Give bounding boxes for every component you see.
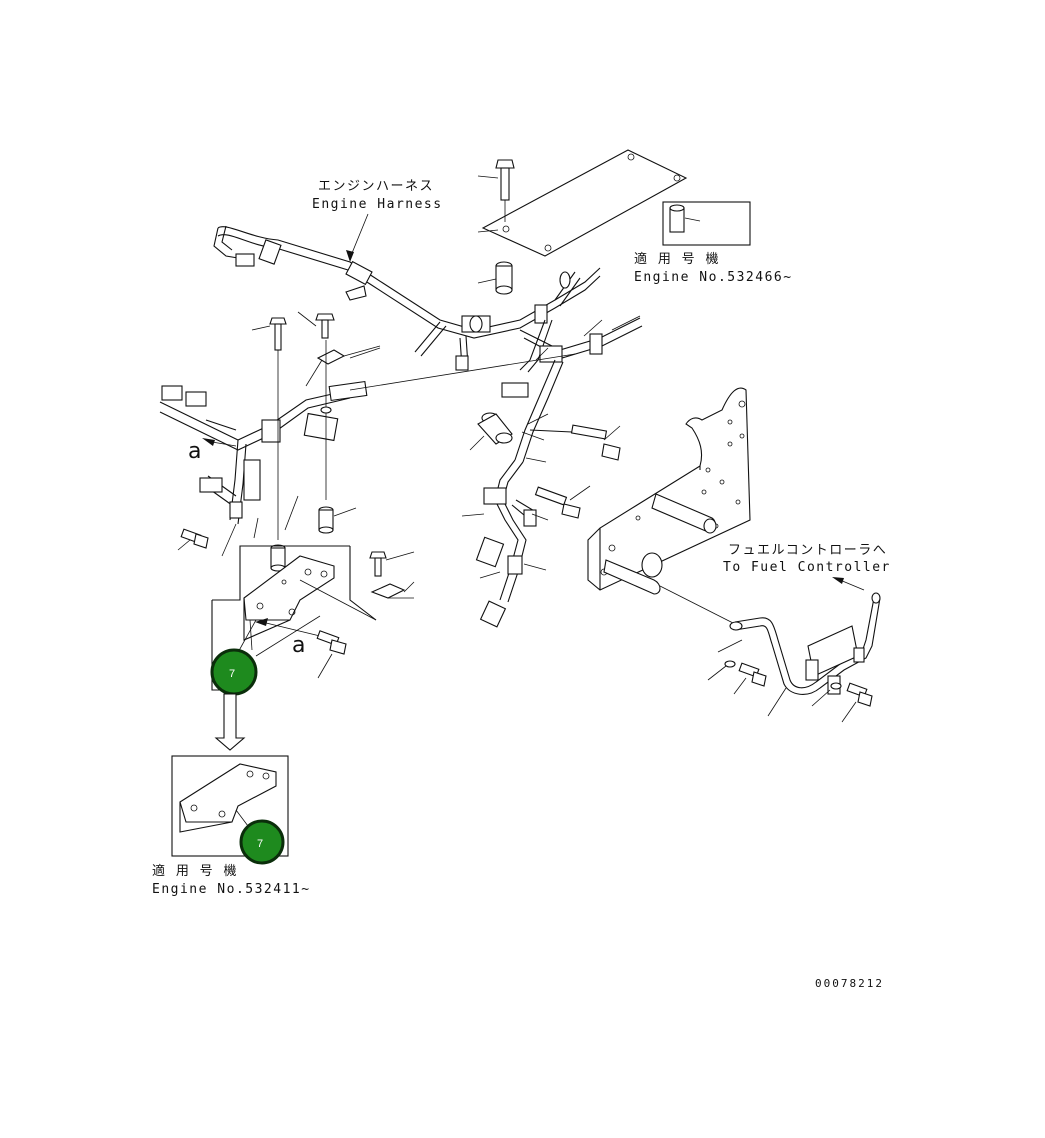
lower-detail-box	[171, 755, 289, 857]
engine-harness	[213, 225, 643, 463]
fuel-controller-label: To Fuel Controller	[723, 560, 891, 575]
detail-box-spacer	[662, 201, 751, 246]
fuel-controller-arrow-icon	[832, 577, 844, 584]
callout-7-main-number: 7	[229, 668, 235, 680]
applicable-label-top: 適 用 号 機	[634, 251, 720, 267]
harness-leader	[349, 213, 369, 259]
fuel-controller-bolts	[707, 639, 873, 723]
right-bracket-bolt	[369, 551, 415, 599]
center-bolt-stack	[297, 311, 381, 534]
leader-top-3	[535, 347, 549, 361]
top-bolt	[477, 159, 515, 233]
top-cover-plate	[481, 149, 688, 257]
applicable-label-bottom: 適 用 号 機	[152, 863, 238, 879]
bracket-bolt	[316, 630, 347, 679]
leader-top-2	[583, 319, 603, 337]
engine-harness-label: Engine Harness	[312, 197, 443, 212]
harness-arrow-icon	[346, 250, 354, 262]
view-letter-left: a	[188, 439, 201, 464]
figure-number: 00078212	[815, 977, 884, 990]
fuel-controller-cable	[729, 592, 881, 717]
center-harness-branch	[461, 412, 621, 628]
callout-7-lower-number: 7	[257, 838, 263, 850]
left-bolt-stack	[251, 317, 299, 572]
view-arrow-center-icon	[255, 618, 268, 626]
view-letter-center: a	[292, 633, 305, 658]
leader-top-1	[349, 347, 381, 359]
engine-number-bottom: Engine No.532411~	[152, 882, 311, 897]
leader-top-4	[611, 315, 641, 331]
engine-harness-jp-label: エンジンハーネス	[318, 179, 434, 194]
engine-number-top: Engine No.532466~	[634, 270, 793, 285]
fuel-controller-plate	[587, 387, 751, 625]
view-arrow-left-icon	[202, 438, 215, 446]
top-spacer	[477, 261, 513, 295]
fuel-controller-jp-label: フュエルコントローラへ	[728, 543, 887, 558]
left-side-bolt	[177, 517, 259, 557]
down-arrow-icon	[214, 693, 246, 751]
callout-7-main[interactable]: 7	[210, 615, 321, 696]
left-harness-branch	[159, 353, 576, 525]
bracket-detail-box	[211, 545, 377, 691]
callout-7-lower[interactable]: 7	[239, 819, 285, 865]
